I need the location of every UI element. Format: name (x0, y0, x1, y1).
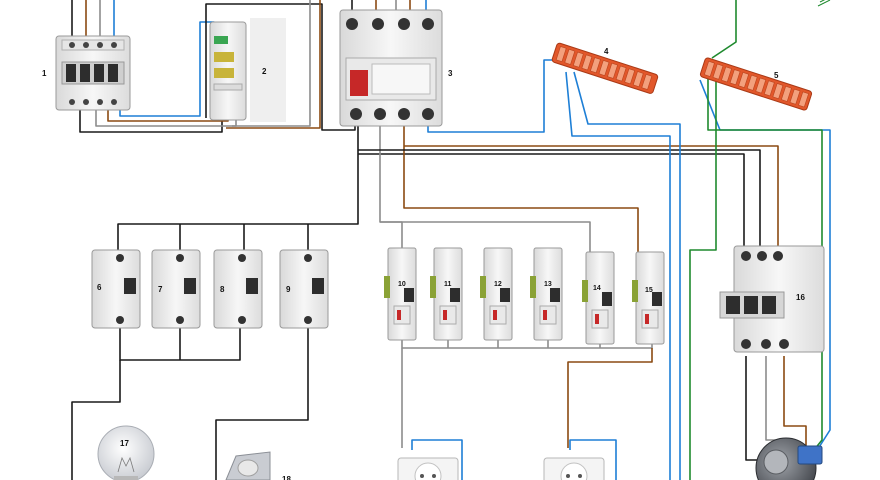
wire-green (711, 0, 737, 59)
mcb-15 (632, 251, 665, 345)
label-17: 17 (120, 439, 129, 448)
mcb-6 (91, 249, 141, 329)
label-1: 1 (42, 69, 47, 78)
label-14: 14 (593, 285, 601, 292)
terminal-block-5 (699, 57, 813, 111)
label-3: 3 (448, 69, 453, 78)
label-18: 18 (282, 475, 291, 480)
mcb-11 (430, 247, 463, 341)
wire-brown (404, 145, 779, 252)
wire-blue (427, 59, 556, 133)
wire-black (71, 360, 121, 480)
wire-black (358, 153, 745, 252)
rcd-3 (339, 9, 443, 127)
mcb-8 (213, 249, 263, 329)
mcb-14 (582, 251, 615, 345)
mcb-10 (384, 247, 417, 341)
wire-blue (565, 71, 671, 480)
mcb-12 (480, 247, 513, 341)
label-16: 16 (796, 293, 805, 302)
label-12: 12 (494, 281, 502, 288)
energy-meter-2 (209, 18, 286, 122)
wire-brown (226, 0, 321, 129)
wire-gray (380, 221, 591, 252)
wire-blue (573, 71, 681, 480)
label-5: 5 (774, 71, 779, 80)
mcb-9 (279, 249, 329, 329)
wire-black (117, 122, 359, 252)
label-9: 9 (286, 285, 291, 294)
label-10: 10 (398, 281, 406, 288)
main-breaker-1 (55, 35, 131, 111)
label-11: 11 (444, 281, 452, 288)
socket-left (397, 457, 459, 480)
wire-brown (783, 356, 807, 448)
wire-blue (699, 79, 831, 453)
mcb-7 (151, 249, 201, 329)
earth-icon (817, 0, 831, 7)
socket-right (543, 457, 605, 480)
wire-blue (411, 439, 463, 480)
halogen-lamp-18 (225, 451, 271, 480)
motor (755, 437, 823, 480)
terminal-block-4 (551, 42, 659, 94)
mcb-13 (530, 247, 563, 341)
wire-green (689, 76, 717, 480)
breaker-16 (719, 245, 825, 353)
label-6: 6 (97, 283, 102, 292)
light-bulb-17 (97, 425, 155, 480)
label-2: 2 (262, 67, 267, 76)
wire-brown (403, 122, 639, 252)
wire-blue (569, 439, 617, 480)
label-15: 15 (645, 287, 653, 294)
wire-brown (567, 348, 653, 448)
wire-black (205, 3, 356, 131)
wire-black (745, 356, 760, 461)
wire-black (358, 149, 761, 252)
label-7: 7 (158, 285, 163, 294)
label-8: 8 (220, 285, 225, 294)
label-13: 13 (544, 281, 552, 288)
label-4: 4 (604, 47, 609, 56)
wire-gray (232, 0, 311, 127)
wire-black (215, 326, 309, 480)
